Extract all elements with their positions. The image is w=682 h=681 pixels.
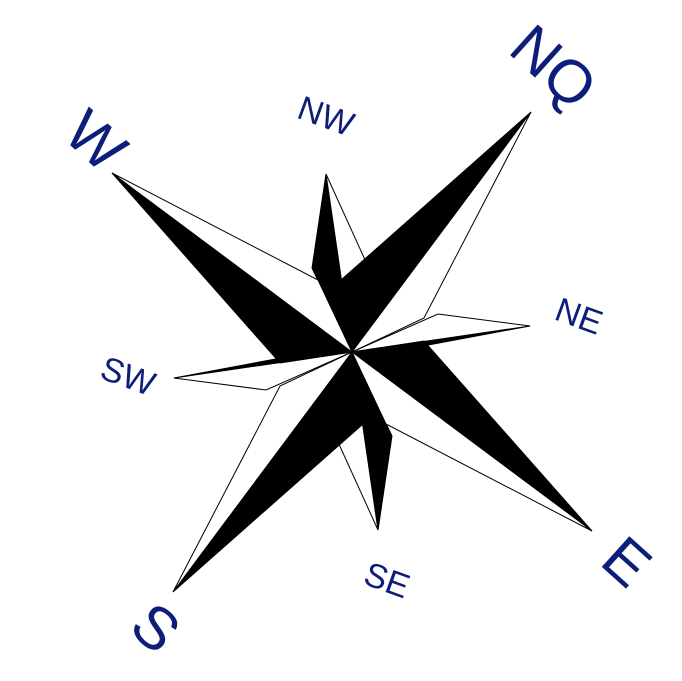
label-w: W — [52, 97, 139, 185]
label-nw: NW — [293, 89, 359, 144]
label-se: SE — [359, 555, 415, 606]
label-nq: NQ — [498, 12, 610, 122]
label-e: E — [589, 523, 664, 600]
major-points — [112, 112, 592, 592]
label-sw: SW — [96, 349, 160, 403]
label-ne: NE — [550, 291, 607, 343]
label-s: S — [118, 589, 193, 666]
